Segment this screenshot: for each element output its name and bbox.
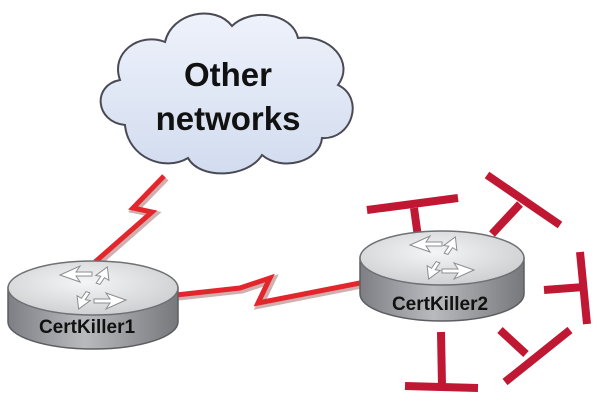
other-networks-cloud: Other networks: [99, 12, 354, 175]
router-certkiller1: CertKiller1: [7, 260, 179, 350]
router-icon: [359, 230, 525, 322]
serial-link-r1-r2: [175, 273, 363, 310]
lan-segments: [366, 171, 591, 392]
lan-segment-icon: [484, 171, 563, 237]
router-icon: [7, 260, 179, 350]
router-label-certkiller1: CertKiller1: [39, 317, 136, 338]
router-certkiller2: CertKiller2: [359, 230, 525, 322]
lan-segment-icon: [497, 326, 573, 386]
serial-link-icon: [175, 273, 361, 307]
serial-link-cloud-r1: [93, 174, 169, 267]
serial-link-icon: [93, 174, 166, 264]
cloud-label-line2: networks: [156, 100, 301, 137]
lan-segment-icon: [543, 251, 591, 325]
cloud-label-line1: Other: [184, 56, 272, 93]
cloud-icon: [99, 12, 354, 175]
lan-segment-icon: [404, 331, 479, 392]
router-label-certkiller2: CertKiller2: [392, 294, 488, 315]
